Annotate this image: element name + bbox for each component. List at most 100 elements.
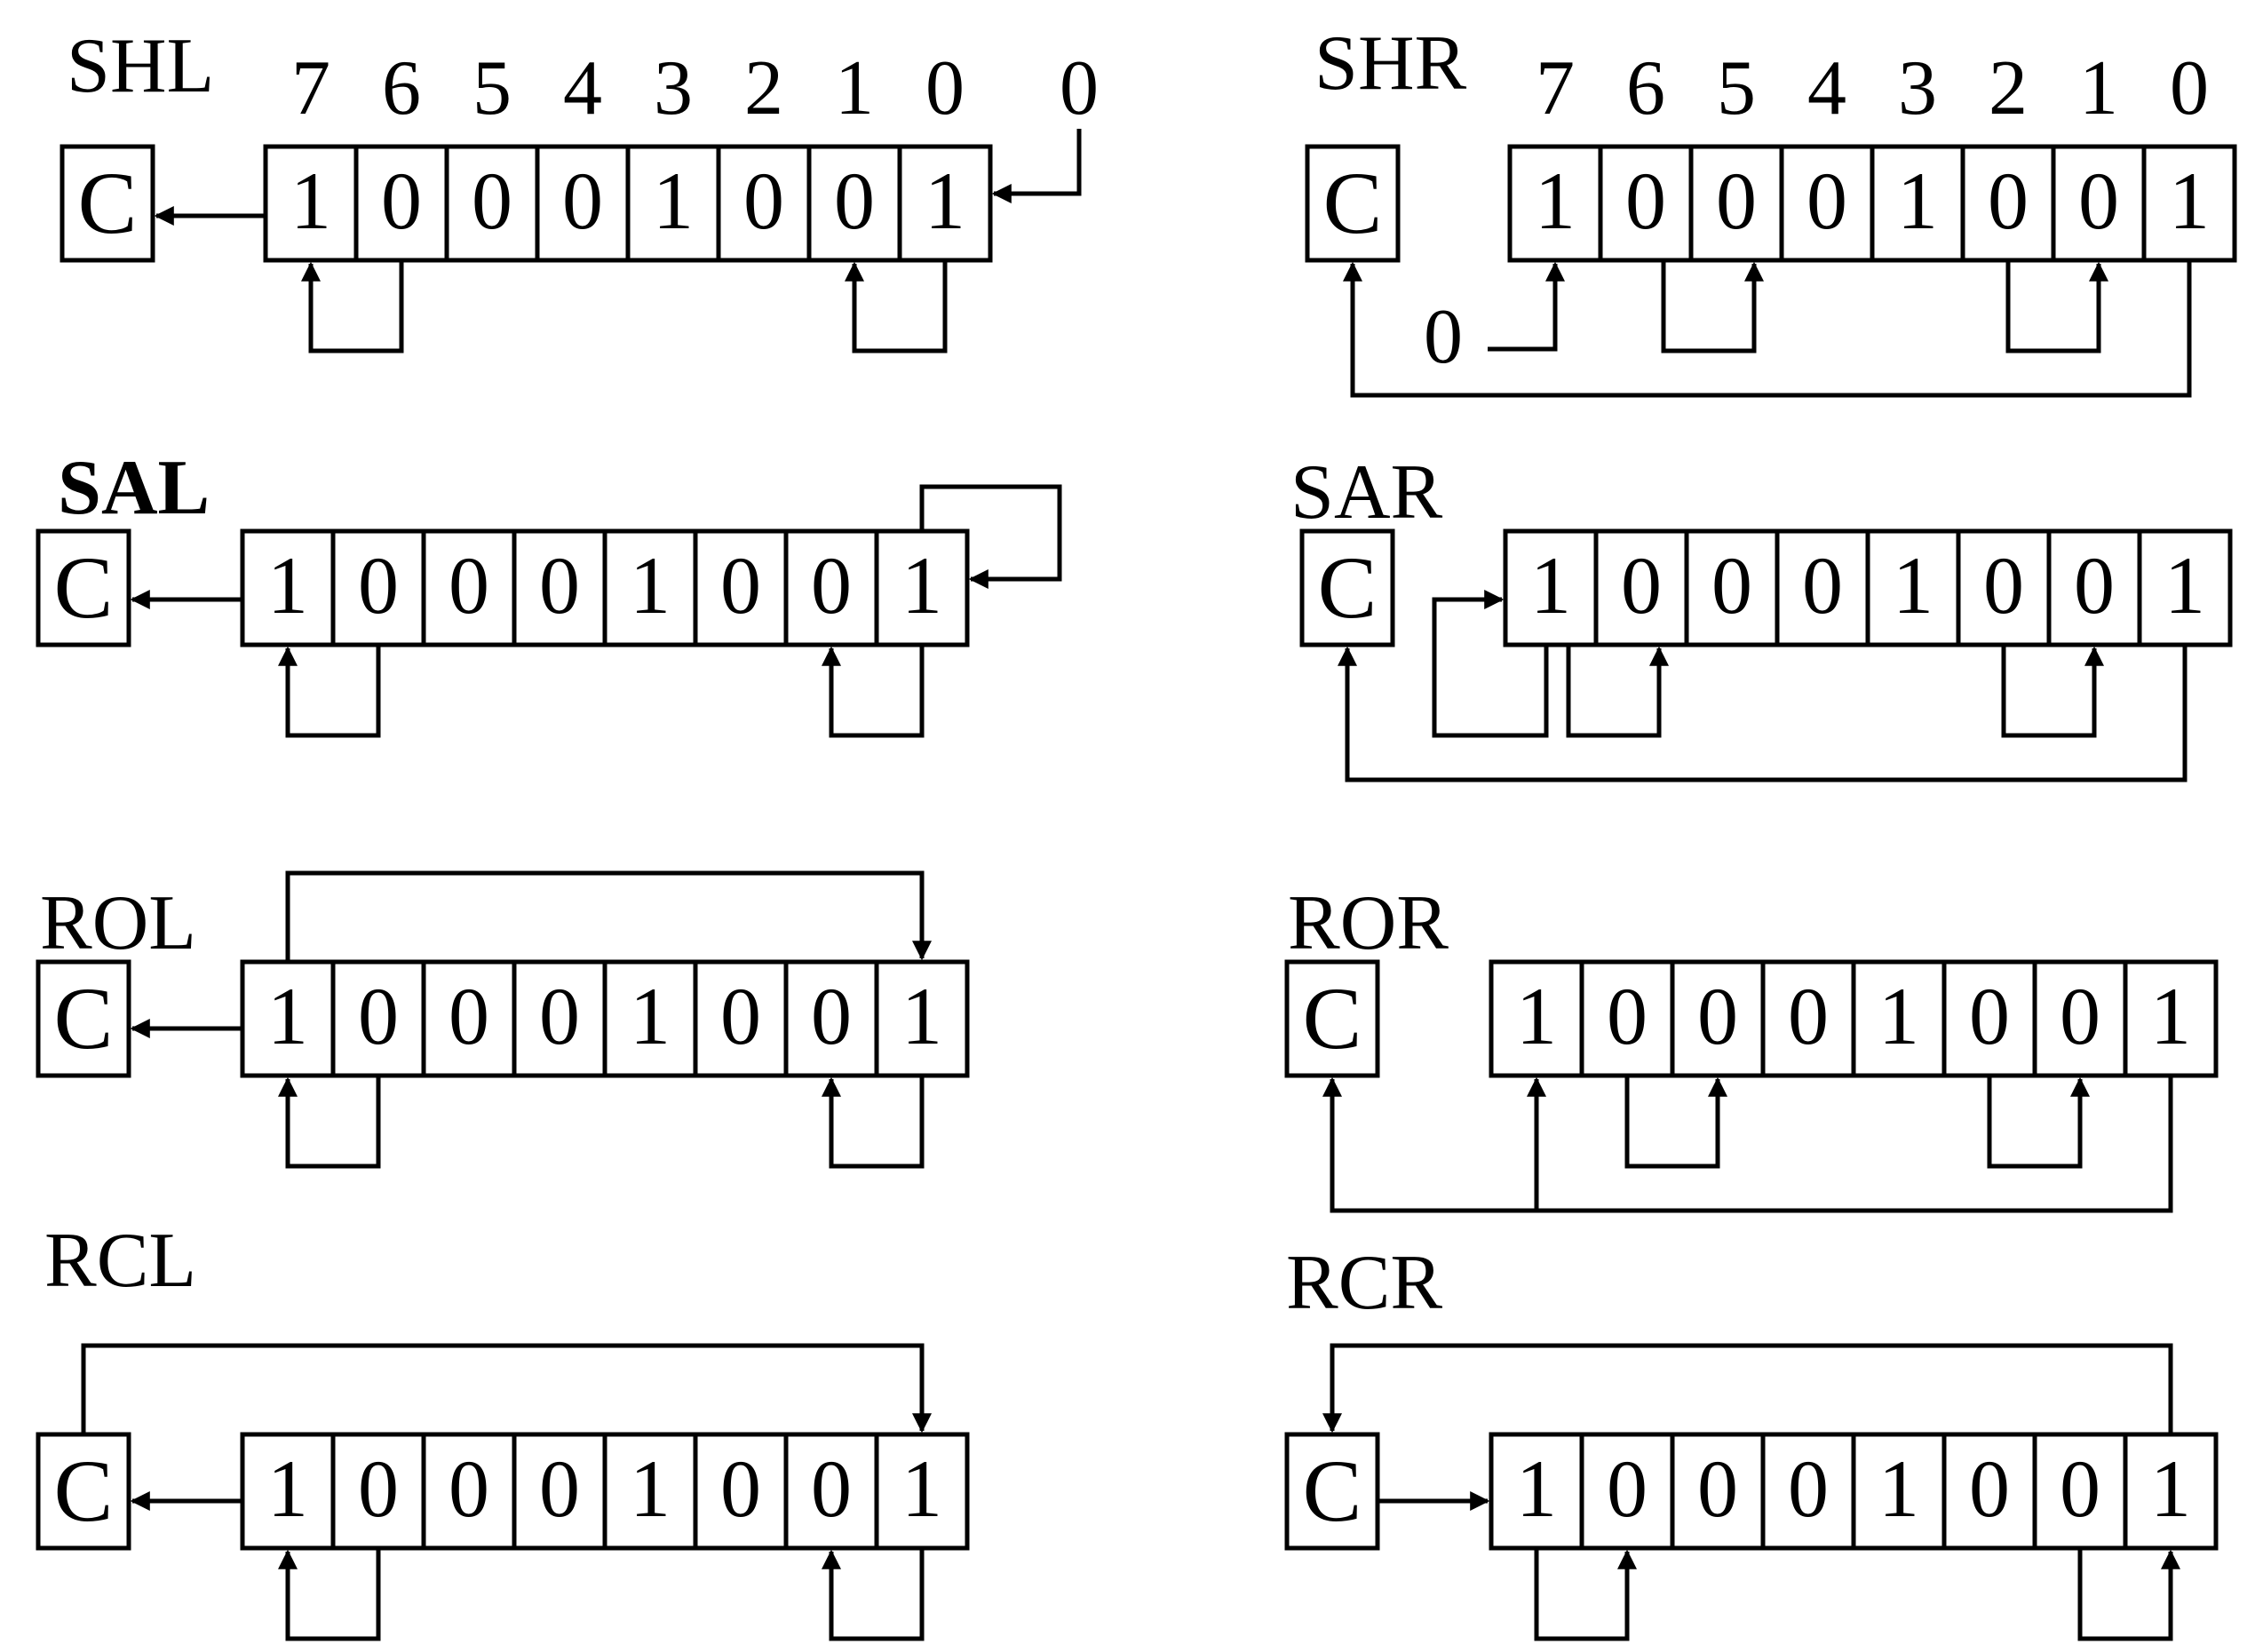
bit-value: 1 xyxy=(1897,155,1938,246)
register-cell xyxy=(2123,1432,2219,1551)
register-cell xyxy=(1851,959,1947,1078)
fill-in-value: 0 xyxy=(1060,45,1099,131)
register-cell xyxy=(330,1432,426,1551)
register-cell xyxy=(874,959,970,1078)
register: 1 0 0 0 1 0 0 1 xyxy=(1489,1432,2219,1551)
bit-value: 0 xyxy=(1697,971,1738,1061)
bit-value: 1 xyxy=(1878,1443,1919,1534)
register-cell xyxy=(602,1432,698,1551)
bit-value: 0 xyxy=(472,155,512,246)
carry-flag-box: C xyxy=(36,528,131,647)
register-cell xyxy=(1503,528,1599,647)
register-cell xyxy=(602,528,698,647)
bit-index-7: 7 xyxy=(291,45,330,131)
bit-value: 1 xyxy=(901,1443,942,1534)
panel-title: RCR xyxy=(1286,1240,1442,1326)
bit-index-5: 5 xyxy=(472,45,512,131)
register-cell xyxy=(263,144,359,263)
bit-index-row: 7 6 5 4 3 2 1 0 xyxy=(1536,45,2209,131)
carry-flag-box: C xyxy=(1284,959,1380,1078)
shift-arrows xyxy=(1322,1343,2181,1641)
panel-shr: SHR 7 6 5 4 3 2 1 0 C 1 0 0 0 xyxy=(1305,20,2237,398)
register-cell xyxy=(1507,144,1603,263)
panel-title: RCL xyxy=(44,1218,196,1304)
bit-value: 0 xyxy=(720,971,761,1061)
register-cell xyxy=(1579,1432,1675,1551)
bit-value: 0 xyxy=(2078,155,2119,246)
carry-flag-box: C xyxy=(1284,1432,1380,1551)
register-cell xyxy=(693,1432,789,1551)
panel-sal: SAL C 1 0 0 0 1 0 0 1 xyxy=(36,445,1062,738)
register-cell xyxy=(1670,1432,1766,1551)
bit-value: 1 xyxy=(1878,971,1919,1061)
panel-title: SHR xyxy=(1314,20,1466,107)
register: 1 0 0 0 1 0 0 1 xyxy=(263,144,993,263)
bit-index-7: 7 xyxy=(1536,45,1575,131)
bit-value: 1 xyxy=(267,540,308,631)
panel-shl: SHL 7 6 5 4 3 2 1 0 0 C 1 0 0 xyxy=(60,23,1099,353)
bit-value: 0 xyxy=(539,540,580,631)
bit-value: 1 xyxy=(1516,971,1557,1061)
bit-value: 1 xyxy=(925,155,965,246)
register-cell xyxy=(421,1432,517,1551)
bit-index-row: 7 6 5 4 3 2 1 0 xyxy=(291,45,965,131)
register-cell xyxy=(1865,528,1961,647)
panel-rcr: RCR C 1 0 0 0 1 0 0 1 xyxy=(1284,1240,2219,1641)
carry-flag-box: C xyxy=(36,959,131,1078)
bit-value: 0 xyxy=(1607,971,1648,1061)
register-cell xyxy=(602,959,698,1078)
bit-value: 0 xyxy=(1788,1443,1829,1534)
register: 1 0 0 0 1 0 0 1 xyxy=(1489,959,2219,1078)
bit-value: 0 xyxy=(358,971,399,1061)
panel-title: SAR xyxy=(1290,449,1442,536)
register-cell xyxy=(806,144,902,263)
register-cell xyxy=(1489,959,1584,1078)
register: 1 0 0 0 1 0 0 1 xyxy=(1507,144,2237,263)
register-cell xyxy=(1593,528,1689,647)
register-cell xyxy=(2046,528,2142,647)
carry-flag-box: C xyxy=(36,1432,131,1551)
bit-value: 0 xyxy=(358,540,399,631)
bit-value: 0 xyxy=(562,155,603,246)
shift-arrows xyxy=(1342,260,2192,398)
bit-value: 0 xyxy=(811,1443,852,1534)
bit-value: 0 xyxy=(743,155,784,246)
bit-value: 0 xyxy=(539,1443,580,1534)
panel-sar: SAR C 1 0 0 0 1 0 0 1 xyxy=(1290,449,2233,782)
bit-value: 0 xyxy=(2060,971,2100,1061)
bit-value: 0 xyxy=(381,155,422,246)
bit-value: 0 xyxy=(449,971,489,1061)
register: 1 0 0 0 1 0 0 1 xyxy=(240,959,970,1078)
panel-title: SHL xyxy=(67,23,214,109)
register-cell xyxy=(2032,959,2128,1078)
panel-title: SAL xyxy=(58,445,210,531)
bit-value: 0 xyxy=(358,1443,399,1534)
bit-value: 0 xyxy=(720,1443,761,1534)
bit-value: 0 xyxy=(720,540,761,631)
register: 1 0 0 0 1 0 0 1 xyxy=(240,528,970,647)
bit-index-2: 2 xyxy=(744,45,783,131)
register-cell xyxy=(1760,959,1856,1078)
register-cell xyxy=(783,959,879,1078)
bit-value: 1 xyxy=(653,155,694,246)
register-cell xyxy=(535,144,631,263)
bit-value: 1 xyxy=(1530,540,1571,631)
shift-arrows xyxy=(1322,1076,2173,1213)
panel-ror: ROR C 1 0 0 0 1 0 0 1 xyxy=(1284,880,2219,1213)
carry-flag-box: C xyxy=(1299,528,1395,647)
register-cell xyxy=(1941,959,2037,1078)
carry-label: C xyxy=(1323,154,1383,252)
shift-arrows xyxy=(130,870,933,1169)
carry-label: C xyxy=(1303,1442,1362,1540)
bit-value: 1 xyxy=(901,540,942,631)
bit-value: 1 xyxy=(630,971,671,1061)
bit-value: 0 xyxy=(1988,155,2029,246)
bit-index-3: 3 xyxy=(1898,45,1937,131)
bit-value: 0 xyxy=(811,540,852,631)
bit-value: 1 xyxy=(1535,155,1576,246)
register-cell xyxy=(1684,528,1780,647)
bit-index-1: 1 xyxy=(835,45,874,131)
panel-title: ROL xyxy=(40,880,196,966)
bit-index-2: 2 xyxy=(1989,45,2028,131)
